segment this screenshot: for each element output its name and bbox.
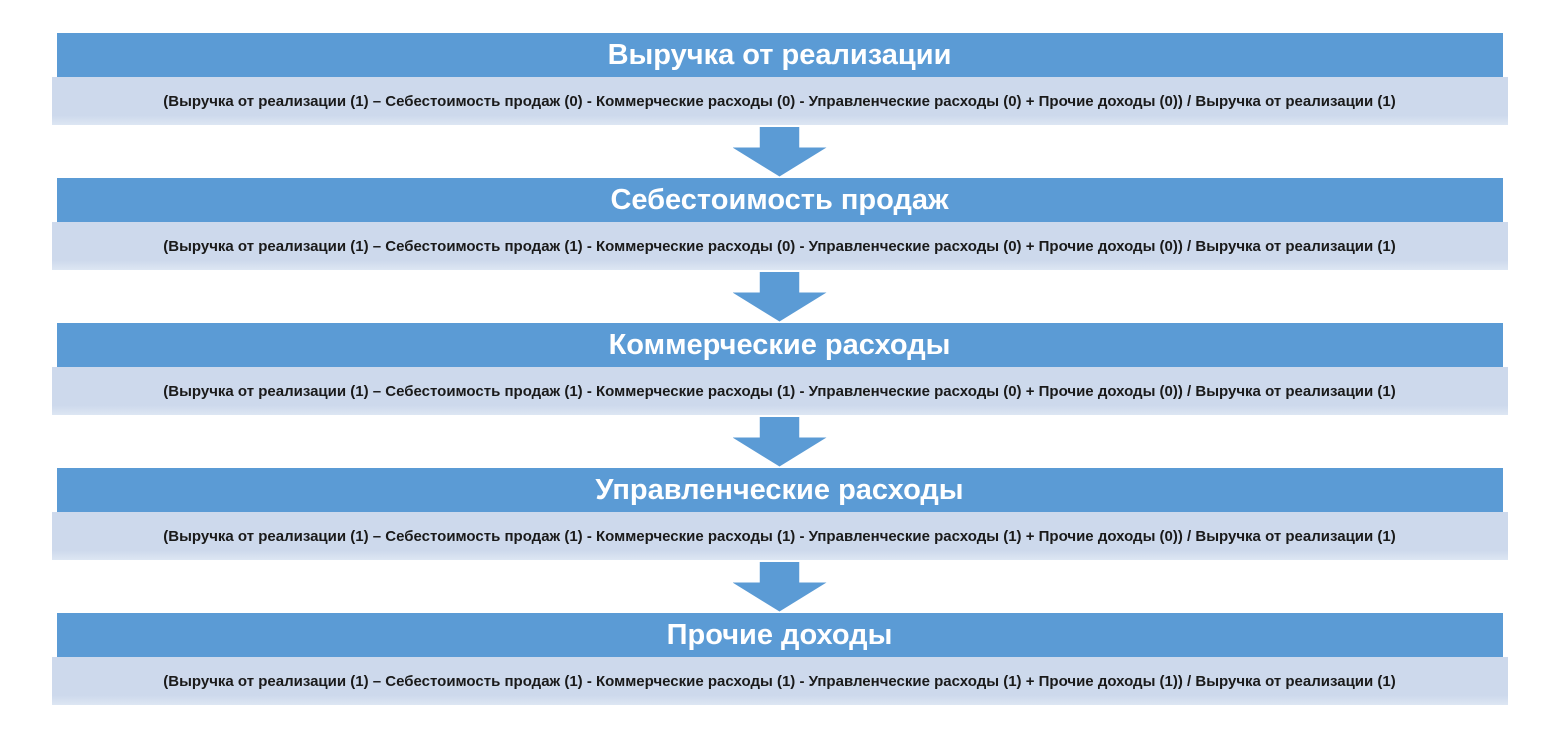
step-title: Себестоимость продаж <box>610 183 949 216</box>
flow-step: Прочие доходы (Выручка от реализации (1)… <box>51 613 1508 705</box>
flow-step: Управленческие расходы (Выручка от реали… <box>51 468 1508 560</box>
step-title: Прочие доходы <box>666 618 893 651</box>
step-title-bar: Выручка от реализации <box>56 33 1503 77</box>
step-formula: (Выручка от реализации (1) – Себестоимос… <box>51 77 1508 125</box>
arrow-zone <box>0 415 1559 468</box>
arrow-zone <box>0 270 1559 323</box>
step-formula: (Выручка от реализации (1) – Себестоимос… <box>51 657 1508 705</box>
step-title: Выручка от реализации <box>607 38 952 71</box>
arrow-zone <box>0 125 1559 178</box>
flow-step: Выручка от реализации (Выручка от реализ… <box>51 33 1508 125</box>
step-title: Управленческие расходы <box>595 473 964 506</box>
arrow-zone <box>0 560 1559 613</box>
step-title-bar: Себестоимость продаж <box>56 178 1503 222</box>
flow-step: Коммерческие расходы (Выручка от реализа… <box>51 323 1508 415</box>
step-formula: (Выручка от реализации (1) – Себестоимос… <box>51 512 1508 560</box>
flow-steps-container: Выручка от реализации (Выручка от реализ… <box>0 33 1559 705</box>
step-title-bar: Управленческие расходы <box>56 468 1503 512</box>
down-arrow-icon <box>732 271 827 322</box>
step-formula: (Выручка от реализации (1) – Себестоимос… <box>51 222 1508 270</box>
flow-step: Себестоимость продаж (Выручка от реализа… <box>51 178 1508 270</box>
down-arrow-icon <box>732 416 827 467</box>
step-title-bar: Коммерческие расходы <box>56 323 1503 367</box>
step-title: Коммерческие расходы <box>608 328 951 361</box>
step-formula: (Выручка от реализации (1) – Себестоимос… <box>51 367 1508 415</box>
step-title-bar: Прочие доходы <box>56 613 1503 657</box>
down-arrow-icon <box>732 126 827 177</box>
down-arrow-icon <box>732 561 827 612</box>
